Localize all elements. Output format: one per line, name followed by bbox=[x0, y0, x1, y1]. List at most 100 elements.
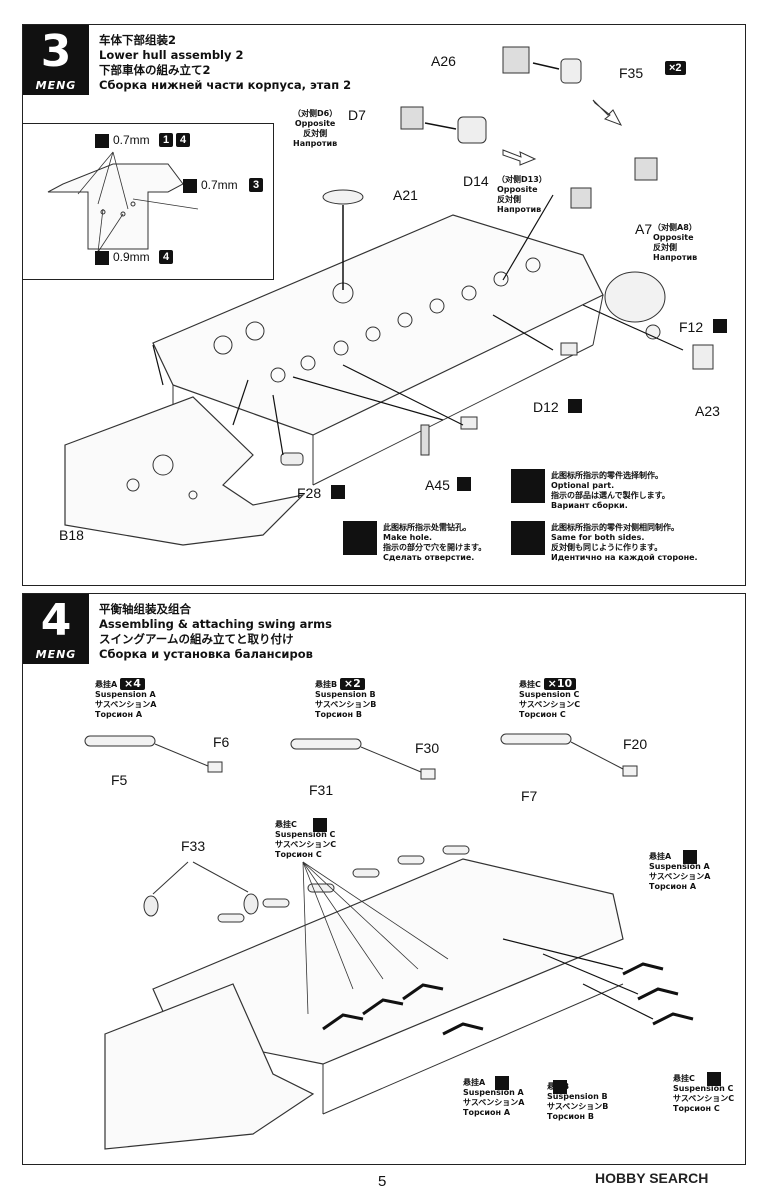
title-ru: Сборка нижней части корпуса, этап 2 bbox=[99, 78, 352, 92]
callout-cn: 悬挂C bbox=[275, 820, 297, 829]
legend-same-en: Same for both sides. bbox=[551, 533, 645, 542]
legend-make-hole: 此图标所指示处需钻孔。 Make hole. 指示の部分で穴を開けます。 Сде… bbox=[383, 523, 486, 563]
susp-b-qty: ×2 bbox=[339, 678, 365, 690]
callout-en: Suspension C bbox=[673, 1084, 734, 1093]
opposite-ru: Напротив bbox=[293, 139, 338, 148]
suspension-b-header: 悬挂B ×2 Suspension B サスペンションB Торсион B bbox=[315, 678, 376, 720]
drill-size-a: 0.7mm bbox=[113, 133, 150, 147]
callout-suspension-a-right: 悬挂A Suspension A サスペンションA Торсион A bbox=[649, 852, 710, 892]
hobby-search-watermark: HOBBY SEARCH bbox=[595, 1170, 709, 1186]
callout-en: Suspension A bbox=[463, 1088, 524, 1097]
opposite-note-d14: （对侧D13） Opposite 反対側 Напротив bbox=[497, 175, 547, 215]
callout-cn: 悬挂A bbox=[463, 1078, 486, 1087]
susp-c-jp: サスペンションC bbox=[519, 700, 581, 709]
susp-c-ru: Торсион C bbox=[519, 710, 566, 719]
part-label-b18: B18 bbox=[59, 527, 84, 543]
part-label-d7: D7 bbox=[348, 107, 366, 123]
susp-b-jp: サスペンションB bbox=[315, 700, 377, 709]
callout-jp: サスペンションC bbox=[275, 840, 337, 849]
inset-drawing bbox=[47, 151, 199, 253]
step-3-titles: 车体下部组装2 Lower hull assembly 2 下部車体の組み立て2… bbox=[99, 33, 351, 93]
opposite-jp: 反対側 bbox=[653, 243, 677, 252]
title-en: Lower hull assembly 2 bbox=[99, 48, 244, 62]
callout-jp: サスペンションA bbox=[463, 1098, 525, 1107]
legend-optional-ru: Вариант сборки. bbox=[551, 501, 628, 510]
same-both-sides-icon bbox=[568, 399, 582, 413]
optional-part-icon bbox=[511, 469, 545, 503]
same-both-sides-icon bbox=[457, 477, 471, 491]
callout-jp: サスペンションB bbox=[547, 1102, 609, 1111]
meng-logo: MENG bbox=[35, 648, 77, 661]
title-ru: Сборка и установка балансиров bbox=[99, 647, 313, 661]
callout-en: Suspension B bbox=[547, 1092, 608, 1101]
callout-cn: 悬挂A bbox=[649, 852, 672, 861]
mark-1: 1 bbox=[159, 133, 174, 147]
legend-hole-jp: 指示の部分で穴を開けます。 bbox=[383, 543, 487, 552]
callout-suspension-c-bottom: 悬挂C Suspension C サスペンションC Торсион C bbox=[673, 1074, 734, 1114]
part-label-a7: A7 bbox=[635, 221, 653, 237]
callout-ru: Торсион C bbox=[673, 1104, 720, 1113]
same-both-sides-icon bbox=[511, 521, 545, 555]
part-label-f33: F33 bbox=[181, 838, 206, 854]
part-label-a45: A45 bbox=[425, 477, 450, 493]
callout-ru: Торсион A bbox=[463, 1108, 511, 1117]
legend-optional: 此图标所指示的零件选择制作。 Optional part. 指示の部品は選んで製… bbox=[551, 471, 670, 511]
susp-b-cn: 悬挂B bbox=[315, 680, 338, 689]
same-both-sides-icon bbox=[707, 1072, 721, 1086]
step-3-panel: 3 MENG 车体下部组装2 Lower hull assembly 2 下部車… bbox=[22, 24, 746, 586]
drill-size-c: 0.9mm bbox=[113, 250, 150, 264]
part-label-f30: F30 bbox=[415, 740, 440, 756]
part-label-f31: F31 bbox=[309, 782, 334, 798]
legend-optional-cn: 此图标所指示的零件选择制作。 bbox=[551, 471, 663, 480]
step-4-titles: 平衡轴组装及组合 Assembling & attaching swing ar… bbox=[99, 602, 332, 662]
title-cn: 车体下部组装2 bbox=[99, 33, 177, 47]
opposite-en: Opposite bbox=[294, 119, 336, 128]
legend-hole-ru: Сделать отверстие. bbox=[383, 553, 475, 562]
same-both-sides-icon bbox=[313, 818, 327, 832]
step-4-panel: 4 MENG 平衡轴组装及组合 Assembling & attaching s… bbox=[22, 593, 746, 1165]
drill-icon bbox=[95, 134, 109, 148]
opposite-en: Opposite bbox=[497, 185, 538, 194]
opposite-cn: （对侧D6） bbox=[293, 109, 338, 118]
legend-same-ru: Идентично на каждой стороне. bbox=[551, 553, 698, 562]
susp-b-ru: Торсион B bbox=[315, 710, 362, 719]
same-both-sides-icon bbox=[713, 319, 727, 333]
drill-icon bbox=[95, 251, 109, 265]
same-both-sides-icon bbox=[683, 850, 697, 864]
drill-inset: 0.7mm 1 4 0.7mm 3 0.9mm 4 bbox=[22, 123, 274, 280]
part-label-f12: F12 bbox=[679, 319, 704, 335]
step-number: 4 bbox=[40, 595, 72, 646]
title-en: Assembling & attaching swing arms bbox=[99, 617, 332, 631]
callout-ru: Торсион C bbox=[275, 850, 322, 859]
susp-a-qty: ×4 bbox=[120, 678, 145, 690]
opposite-cn: （对侧D13） bbox=[497, 175, 547, 184]
swing-arm-drawing bbox=[84, 733, 694, 1150]
step-number: 3 bbox=[40, 26, 72, 77]
same-both-sides-icon bbox=[495, 1076, 509, 1090]
part-label-f35: F35 bbox=[619, 65, 644, 81]
make-hole-icon bbox=[343, 521, 377, 555]
part-label-f6: F6 bbox=[213, 734, 230, 750]
drill-icon bbox=[183, 179, 197, 193]
susp-a-ru: Торсион A bbox=[95, 710, 143, 719]
opposite-jp: 反対側 bbox=[497, 195, 521, 204]
susp-a-cn: 悬挂A bbox=[95, 680, 118, 689]
part-label-d14: D14 bbox=[463, 173, 489, 189]
lower-hull-drawing bbox=[64, 46, 714, 546]
opposite-note-d7: （对侧D6） Opposite 反対側 Напротив bbox=[293, 109, 337, 149]
callout-suspension-c-top: 悬挂C Suspension C サスペンションC Торсион C bbox=[275, 820, 336, 860]
legend-optional-jp: 指示の部品は選んで製作します。 bbox=[551, 491, 670, 500]
part-label-f20: F20 bbox=[623, 736, 648, 752]
legend-hole-cn: 此图标所指示处需钻孔。 bbox=[383, 523, 471, 532]
mark-3: 3 bbox=[249, 178, 264, 192]
legend-hole-en: Make hole. bbox=[383, 533, 433, 542]
same-both-sides-icon bbox=[331, 485, 345, 499]
callout-en: Suspension A bbox=[649, 862, 710, 871]
callout-ru: Торсион A bbox=[649, 882, 697, 891]
callout-jp: サスペンションC bbox=[673, 1094, 735, 1103]
callout-en: Suspension C bbox=[275, 830, 336, 839]
page-number: 5 bbox=[378, 1173, 387, 1190]
susp-a-en: Suspension A bbox=[95, 690, 156, 699]
opposite-en: Opposite bbox=[653, 233, 694, 242]
opposite-cn: （对侧A8） bbox=[653, 223, 697, 232]
